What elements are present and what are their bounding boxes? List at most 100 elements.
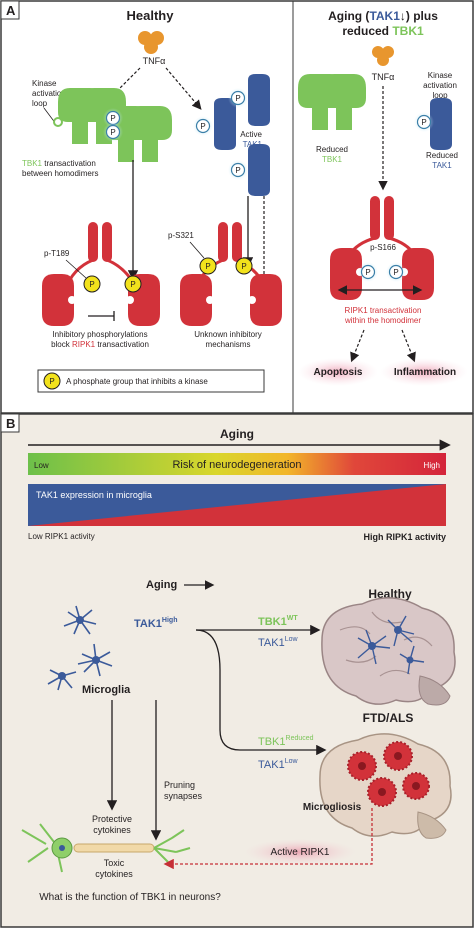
panel-a-frame bbox=[0, 0, 474, 414]
tak1-low-label: TAK1Low bbox=[258, 636, 298, 649]
phosphate-legend-text: A phosphate group that inhibits a kinase bbox=[66, 377, 208, 386]
tak1-ripk1-wedges bbox=[28, 484, 446, 526]
tak1-low-sup: Low bbox=[285, 636, 299, 643]
aging-title-1a: Aging ( bbox=[328, 9, 369, 23]
aging-tnf-trimer-icon bbox=[372, 46, 394, 66]
p-s166-label: p-S166 bbox=[370, 243, 396, 252]
ripk1-dimer-right bbox=[180, 222, 282, 326]
to-ftd-arrow bbox=[195, 629, 327, 756]
aging-title-line1: Aging (TAK1↓) plus bbox=[328, 9, 438, 23]
toxic-label-2: cytokines bbox=[95, 869, 133, 879]
low-ripk1-label: Low RIPK1 activity bbox=[28, 532, 95, 541]
inhib-left-ripk1: RIPK1 bbox=[72, 340, 96, 349]
microglia-soma-1 bbox=[76, 616, 84, 624]
apoptosis-glow bbox=[298, 358, 378, 386]
to-apoptosis-arrow bbox=[350, 329, 365, 363]
kinase-loop-label-1: Kinase bbox=[32, 79, 57, 88]
neuron-icon bbox=[21, 823, 191, 873]
protective-label-1: Protective bbox=[92, 814, 132, 824]
tbk1-trans-rest: transactivation bbox=[42, 159, 96, 168]
tak1-p-1: P bbox=[235, 94, 240, 103]
high-ripk1-label: High RIPK1 activity bbox=[363, 532, 446, 542]
p-s321-p-right: P bbox=[241, 262, 246, 271]
aging-title-tbk1: TBK1 bbox=[392, 24, 424, 38]
tbk1-p-1: P bbox=[110, 114, 115, 123]
aging-title-line2: reduced TBK1 bbox=[342, 24, 424, 38]
aging-kinase-loop-2: activation bbox=[423, 81, 457, 90]
aging-title-tak1: TAK1 bbox=[369, 9, 400, 23]
question-label: What is the function of TBK1 in neurons? bbox=[39, 892, 221, 903]
tbk1-dimer-left bbox=[53, 88, 126, 144]
tbk1-trans-label-1: TBK1 transactivation bbox=[22, 159, 96, 168]
reduced-tak1-label-2: TAK1 bbox=[432, 161, 452, 170]
tak1-high-sup: High bbox=[162, 617, 178, 624]
tbk1-phospho-sites: P P bbox=[102, 107, 124, 143]
active-tak1-label-1: Active bbox=[240, 130, 262, 139]
active-tak1-label-2: TAK1 bbox=[243, 140, 263, 149]
aging-kinase-loop-3: loop bbox=[432, 91, 448, 100]
tak1-p-2: P bbox=[200, 122, 205, 131]
apoptosis-label: Apoptosis bbox=[314, 367, 363, 378]
protective-label-2: cytokines bbox=[93, 825, 131, 835]
tak1-kinases: P P P bbox=[192, 74, 270, 196]
reduced-tbk1-label-2: TBK1 bbox=[322, 155, 343, 164]
p-s321-pointer bbox=[189, 241, 205, 259]
tak1-low2-sup: Low bbox=[285, 758, 299, 765]
microgliosis-label: Microgliosis bbox=[303, 802, 362, 813]
tnf-to-tak1-arrow bbox=[165, 67, 202, 110]
tak1-low2-label: TAK1Low bbox=[258, 758, 298, 771]
tnf-trimer-icon bbox=[138, 31, 164, 54]
phosphate-legend-box bbox=[37, 369, 265, 393]
aging-tnf-label: TNFα bbox=[372, 72, 395, 82]
inhib-left-trans: transactivation bbox=[95, 340, 149, 349]
tbk1-trans-tbk1: TBK1 bbox=[22, 159, 43, 168]
p-s321-p-left: P bbox=[205, 262, 210, 271]
ripk1-trans-label-1: RIPK1 transactivation bbox=[345, 306, 422, 315]
tak1-expression-label: TAK1 expression in microglia bbox=[36, 490, 152, 500]
aging-header: Aging bbox=[220, 427, 254, 441]
to-inflammation-arrow bbox=[401, 329, 416, 363]
inhib-left-label-1: Inhibitory phosphorylations bbox=[52, 330, 147, 339]
active-ripk1-glow bbox=[244, 839, 356, 865]
reduced-tak1-p-text: P bbox=[421, 118, 426, 127]
microglia-cells-icon bbox=[47, 605, 113, 691]
active-ripk1-label: Active RIPK1 bbox=[271, 847, 330, 858]
risk-high-label: High bbox=[424, 461, 440, 470]
risk-bar bbox=[28, 453, 446, 475]
risk-label: Risk of neurodegeneration bbox=[172, 459, 301, 471]
microglia-soma-3 bbox=[58, 672, 66, 680]
tbk1-wt-label: TBK1WT bbox=[258, 615, 298, 628]
ripk1-trans-label-2: within the homodimer bbox=[344, 316, 421, 325]
microglia-soma-2 bbox=[92, 656, 100, 664]
tbk1-p-2: P bbox=[110, 128, 115, 137]
tak1-high-name: TAK1 bbox=[134, 618, 162, 630]
panel-b-label-box bbox=[0, 413, 20, 433]
healthy-brain-title: Healthy bbox=[368, 587, 412, 601]
healthy-title: Healthy bbox=[127, 8, 175, 23]
aging-arrow-label: Aging bbox=[146, 579, 177, 591]
kinase-loop-label-3: loop bbox=[32, 99, 48, 108]
tak1-high-label: TAK1High bbox=[134, 617, 177, 630]
inhib-right-label-2: mechanisms bbox=[206, 340, 251, 349]
p-t189-p: P bbox=[89, 280, 94, 289]
tbk1-trans-label-2: between homodimers bbox=[22, 169, 98, 178]
microgliosis-clusters-icon bbox=[347, 741, 430, 807]
reduced-tak1-label-1: Reduced bbox=[426, 151, 458, 160]
ftd-als-title: FTD/ALS bbox=[363, 711, 414, 725]
brain-microglia-soma-2 bbox=[394, 626, 402, 634]
aging-title-arrow: ↓ bbox=[400, 9, 406, 23]
pruning-label-2: synapses bbox=[164, 791, 203, 801]
healthy-brain-microglia-icon bbox=[357, 615, 425, 675]
inhib-left-label-2: block RIPK1 transactivation bbox=[51, 340, 149, 349]
risk-low-label: Low bbox=[34, 461, 49, 470]
p-t189-pointer bbox=[65, 259, 87, 279]
panel-b-label: B bbox=[6, 416, 15, 431]
inhib-right-label-1: Unknown inhibitory bbox=[194, 330, 262, 339]
pruning-label-1: Pruning bbox=[164, 780, 195, 790]
p-s321-label: p-S321 bbox=[168, 231, 194, 240]
inflammation-label: Inflammation bbox=[394, 367, 456, 378]
healthy-brain-icon bbox=[321, 597, 456, 706]
brain-microglia-soma-3 bbox=[406, 656, 414, 664]
tbk1-wt-name: TBK1 bbox=[258, 616, 287, 628]
aging-p-left-text: P bbox=[365, 268, 370, 277]
